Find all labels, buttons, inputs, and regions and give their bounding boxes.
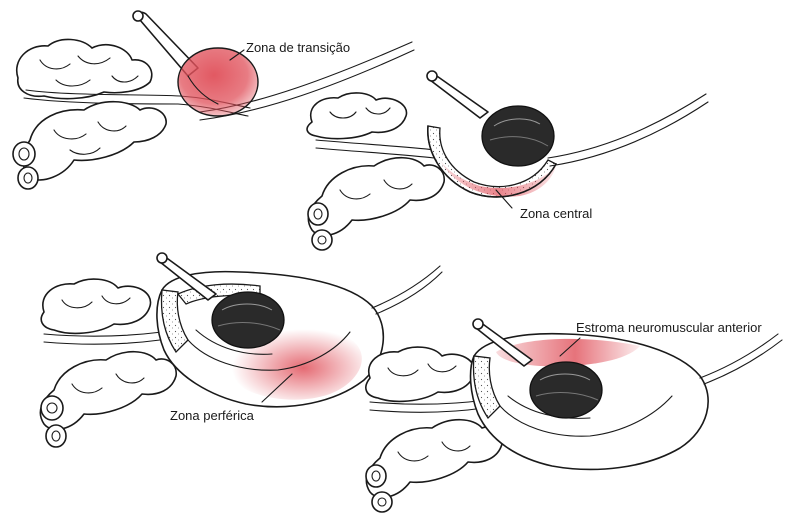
seminal-vesicle-upper [17, 39, 152, 98]
seminal-vesicle-lower [23, 102, 166, 180]
label-central-zone: Zona central [520, 206, 592, 221]
label-anterior-stroma: Estroma neuromuscular anterior [576, 320, 762, 335]
panel-central-zone: Zona central [307, 71, 708, 250]
label-peripheral-zone: Zona perférica [170, 408, 255, 423]
panel-anterior-stroma: Estroma neuromuscular anterior [366, 319, 782, 512]
panel-peripheral-zone: Zona perférica [40, 253, 442, 447]
label-transition-zone: Zona de transição [246, 40, 350, 55]
transition-zone-shape [178, 48, 258, 116]
